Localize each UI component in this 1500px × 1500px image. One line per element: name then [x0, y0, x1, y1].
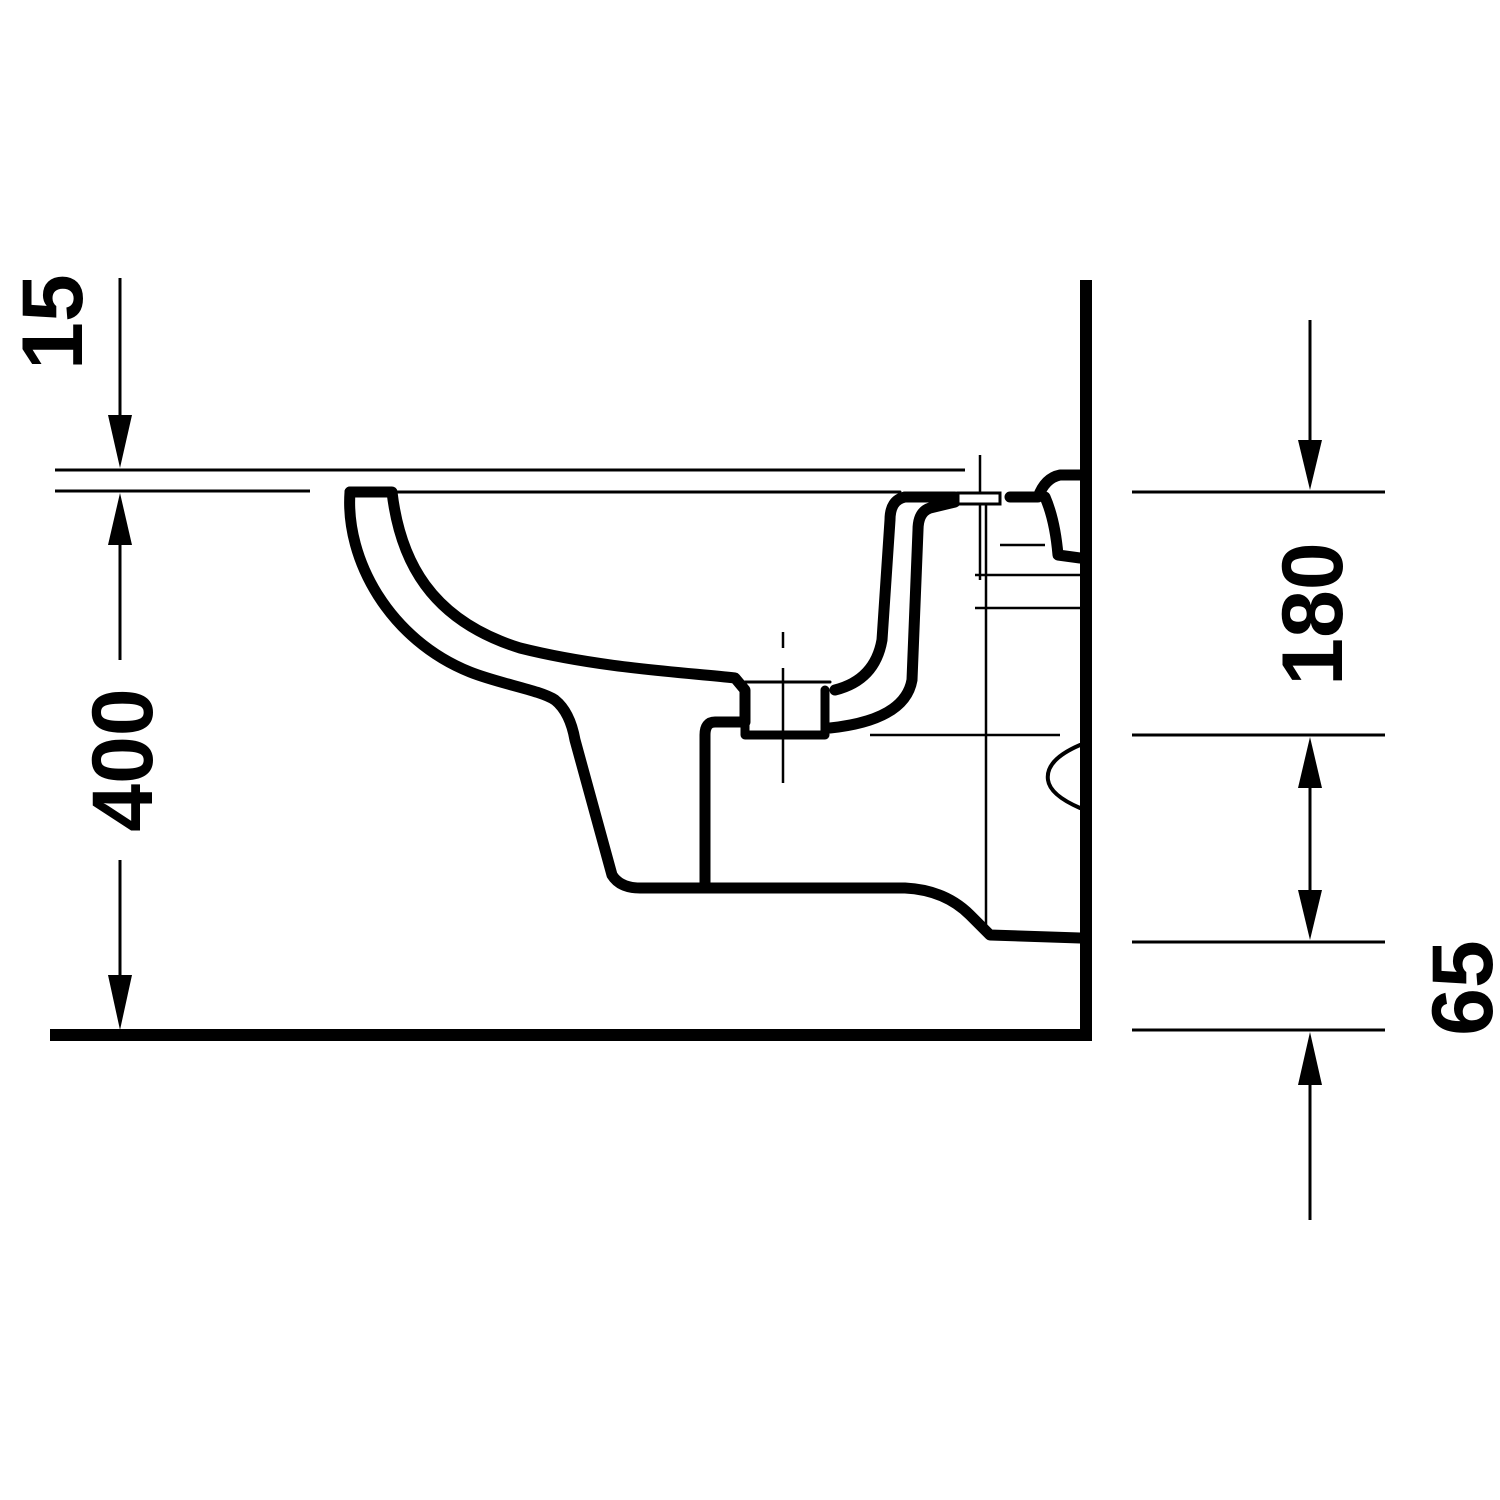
dimension-65-label: 65	[1415, 940, 1500, 1036]
center-lines	[781, 455, 1080, 925]
toilet-body	[344, 469, 1086, 944]
dimension-180-label: 180	[1265, 542, 1361, 686]
right-dimension-arrows	[1298, 440, 1322, 1085]
dimension-400-label: 400	[75, 688, 171, 832]
fixing-bolt-marker	[956, 491, 1002, 506]
dimension-15-label: 15	[5, 274, 101, 370]
right-dimension-lines	[1132, 320, 1385, 1220]
left-dimension-arrows	[108, 415, 132, 1030]
floor-and-wall	[50, 280, 1092, 1041]
